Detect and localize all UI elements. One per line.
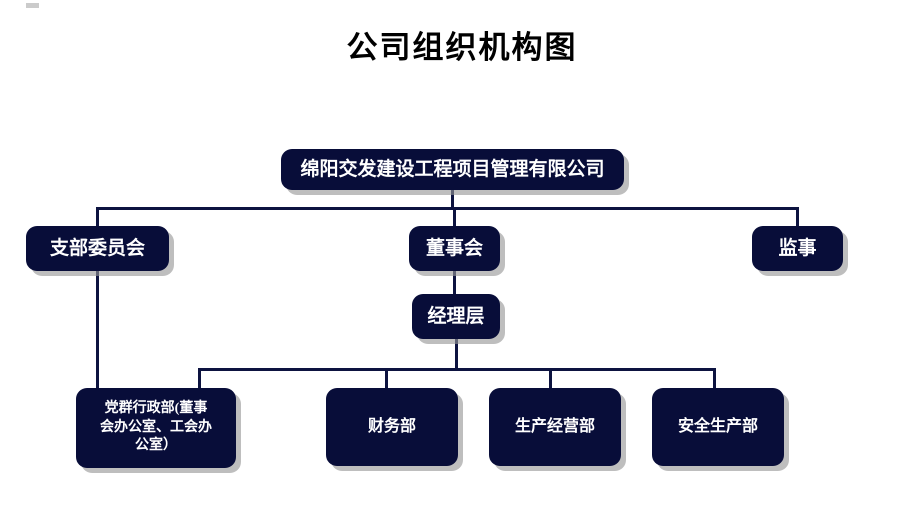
connector-level2-bar (96, 207, 798, 210)
connector-level4-bar (198, 368, 716, 371)
connector-root-down (451, 190, 454, 209)
connector-drop-party-admin (198, 368, 201, 390)
org-node-production-label: 生产经营部 (514, 418, 595, 436)
connector-drop-supervisor (796, 207, 799, 228)
connector-drop-finance (385, 368, 388, 390)
org-node-safety[interactable]: 安全生产部 (652, 388, 784, 466)
org-node-party-admin[interactable]: 党群行政部(董事 会办公室、工会办 公室） (76, 388, 236, 468)
connector-branch-to-party-admin (96, 270, 99, 390)
org-node-safety-label: 安全生产部 (677, 418, 758, 436)
connector-board-to-management (453, 270, 456, 296)
connector-drop-branch (96, 207, 99, 228)
connector-drop-safety (713, 368, 716, 390)
org-node-supervisor-label: 监事 (778, 237, 817, 259)
org-node-root[interactable]: 绵阳交发建设工程项目管理有限公司 (281, 149, 624, 190)
org-node-branch-committee-label: 支部委员会 (49, 237, 145, 259)
connector-drop-production (549, 368, 552, 390)
corner-artifact (26, 3, 39, 8)
org-node-party-admin-label: 党群行政部(董事 会办公室、工会办 公室） (100, 400, 212, 454)
page-title: 公司组织机构图 (346, 30, 578, 65)
connector-management-down (455, 338, 458, 370)
org-node-finance[interactable]: 财务部 (326, 388, 458, 466)
org-node-finance-label: 财务部 (367, 418, 416, 436)
org-node-production[interactable]: 生产经营部 (489, 388, 621, 466)
org-node-board-label: 董事会 (425, 237, 483, 259)
org-node-branch-committee[interactable]: 支部委员会 (26, 226, 169, 271)
org-node-management-label: 经理层 (427, 305, 485, 327)
org-node-root-label: 绵阳交发建设工程项目管理有限公司 (300, 158, 605, 180)
org-node-management[interactable]: 经理层 (412, 294, 500, 339)
connector-drop-board (453, 207, 456, 228)
org-node-supervisor[interactable]: 监事 (752, 226, 843, 271)
org-node-board[interactable]: 董事会 (409, 226, 500, 271)
